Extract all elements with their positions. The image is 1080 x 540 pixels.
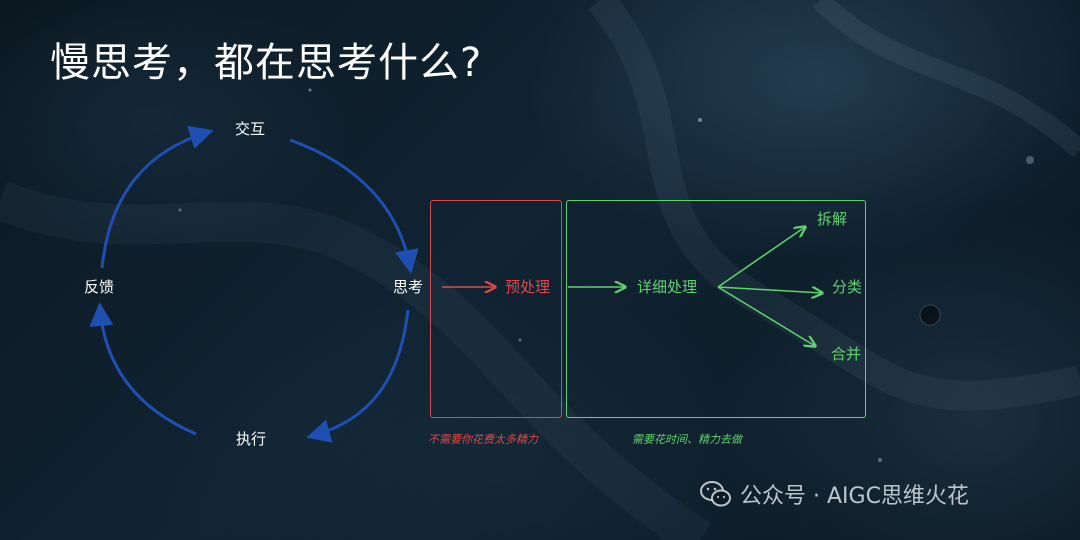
detailed-process-label: 详细处理	[637, 278, 698, 296]
preprocess-label: 预处理	[505, 278, 551, 296]
page-title: 慢思考，都在思考什么?	[50, 40, 483, 86]
arc-thinking-to-execution	[306, 309, 410, 443]
wechat-icon	[700, 481, 731, 507]
watermark: 公众号 · AIGC思维火花	[700, 478, 969, 510]
arrow-to-split	[717, 227, 805, 288]
arrow-to-classify	[717, 286, 822, 293]
node-execution: 执行	[236, 430, 267, 448]
branch-classify: 分类	[832, 278, 863, 296]
preprocess-note: 不需要你花费太多精力	[428, 433, 538, 446]
branch-split: 拆解	[817, 210, 848, 228]
detailed-process-box	[566, 200, 866, 418]
watermark-text: 公众号 · AIGC思维火花	[740, 484, 969, 509]
node-interaction: 交互	[235, 120, 266, 138]
arc-execution-to-feedback	[89, 302, 197, 436]
detailed-process-note: 需要花时间、精力去做	[632, 433, 742, 446]
preprocess-box	[430, 200, 562, 418]
arrow-to-merge	[717, 286, 815, 346]
arc-interaction-to-thinking	[289, 138, 419, 274]
branch-merge: 合并	[831, 345, 862, 363]
node-feedback: 反馈	[84, 278, 115, 296]
arc-feedback-to-interaction	[100, 125, 214, 269]
node-thinking: 思考	[393, 278, 424, 296]
